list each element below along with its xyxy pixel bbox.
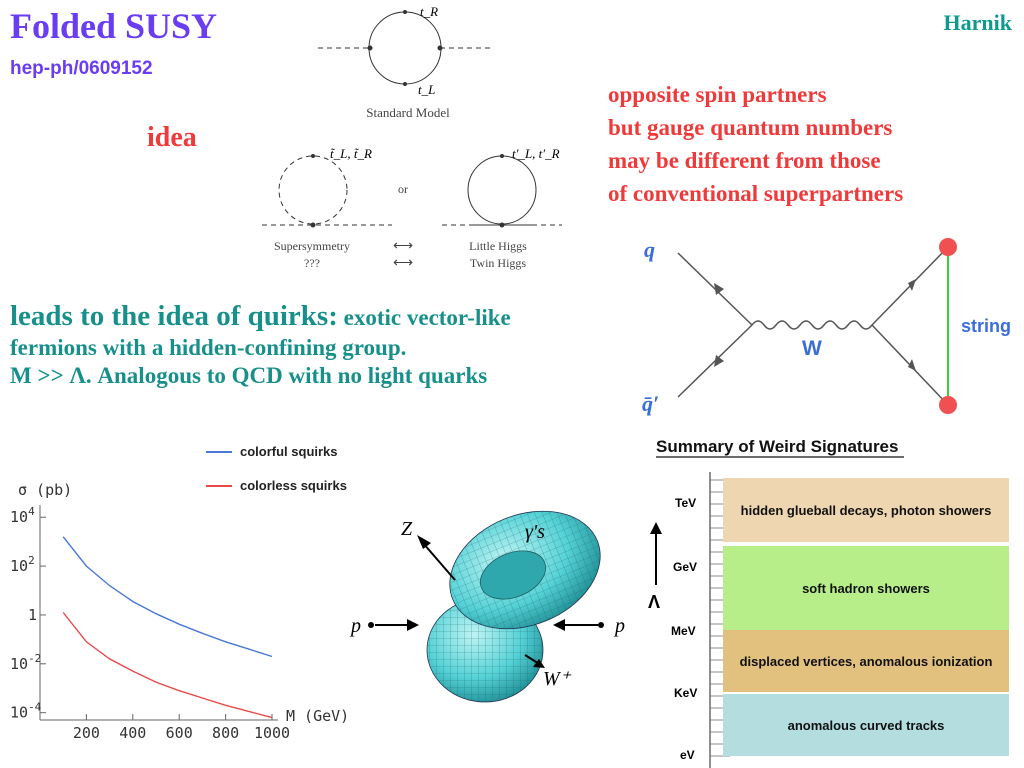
y-tick-label: 10-4 <box>10 701 42 722</box>
signature-band-fill <box>723 478 1009 542</box>
signature-band-label: displaced vertices, anomalous ionization <box>740 654 993 669</box>
susy-caption-2: ??? <box>304 256 320 270</box>
y-axis-label: σ (pb) <box>18 481 72 499</box>
y-tick-label: 102 <box>10 554 35 575</box>
loop-diagrams: t_R t_L Standard Model t̃_L, t̃_R or t′_… <box>262 4 562 271</box>
quirk-endpoint-top <box>939 238 957 256</box>
author-name: Harnik <box>943 10 1012 35</box>
or-label: or <box>398 182 408 196</box>
scale-tev: TeV <box>675 496 696 510</box>
signature-band-fill <box>723 546 1009 630</box>
double-arrow-2: ⟷ <box>393 256 413 271</box>
susy-caption: Supersymmetry <box>274 239 350 253</box>
string-label: string <box>961 316 1011 336</box>
x-tick-label: 800 <box>212 724 239 742</box>
legend-colorless: colorless squirks <box>240 478 347 493</box>
photons-label: γ's <box>525 521 545 543</box>
y-tick-label: 10-2 <box>10 652 41 673</box>
y-tick-label: 104 <box>10 505 35 526</box>
double-arrow-1: ⟷ <box>393 239 413 254</box>
partners-line: of conventional superpartners <box>608 181 904 206</box>
x-tick-label: 200 <box>73 724 100 742</box>
standard-model-loop <box>318 11 492 85</box>
qbar-label: q̄′ <box>642 391 659 416</box>
radiation-lobes <box>426 510 601 703</box>
signature-band-label: anomalous curved tracks <box>788 718 945 733</box>
x-tick-label: 1000 <box>254 724 290 742</box>
quirks-heading-tail: exotic vector-like <box>337 305 511 330</box>
slide-title: Folded SUSY <box>10 6 218 46</box>
twin-higgs-caption: Twin Higgs <box>470 256 526 270</box>
sm-top-label: t_R <box>420 4 438 19</box>
quirks-heading: leads to the idea of quirks: <box>10 300 338 332</box>
cross-section-chart: σ (pb) M (GeV) colorful squirks colorles… <box>10 444 349 742</box>
scale-kev: KeV <box>674 686 697 700</box>
x-axis-label: M (GeV) <box>286 707 349 725</box>
collider-radiation-diagram: Z γ's p p W⁺ <box>349 510 625 703</box>
x-tick-label: 600 <box>166 724 193 742</box>
signature-band: anomalous curved tracks <box>723 694 1009 756</box>
signature-band-label: soft hadron showers <box>802 581 930 596</box>
quirks-text: leads to the idea of quirks: exotic vect… <box>10 300 511 389</box>
scale-mev: MeV <box>671 624 696 638</box>
proton-left-label: p <box>349 615 361 637</box>
series-line-colorful <box>62 536 273 658</box>
feynman-string-diagram: q q̄′ W string <box>642 237 1011 416</box>
signature-band-label: hidden glueball decays, photon showers <box>741 503 992 518</box>
lambda-label: Λ <box>648 592 660 612</box>
partners-text: opposite spin partners but gauge quantum… <box>608 78 903 210</box>
signature-band: displaced vertices, anomalous ionization <box>723 630 1009 692</box>
signature-band-fill <box>723 694 1009 756</box>
partners-line: opposite spin partners <box>608 82 827 107</box>
summary-title: Summary of Weird Signatures <box>656 437 898 456</box>
susy-loop <box>262 155 392 226</box>
signature-band-fill <box>723 630 1009 692</box>
x-tick-label: 400 <box>119 724 146 742</box>
little-higgs-loop <box>442 155 562 226</box>
quirks-line-2: fermions with a hidden-confining group. <box>10 335 407 360</box>
signature-band: hidden glueball decays, photon showers <box>723 478 1009 542</box>
quirk-endpoint-bottom <box>939 396 957 414</box>
susy-top-label: t̃_L, t̃_R <box>330 146 372 161</box>
scale-gev: GeV <box>673 560 697 574</box>
signature-band: soft hadron showers <box>723 546 1009 630</box>
q-label: q <box>644 237 655 262</box>
sm-bottom-label: t_L <box>418 82 435 97</box>
w-plus-label: W⁺ <box>543 668 572 690</box>
y-tick-label: 1 <box>28 606 37 624</box>
partners-line: may be different from those <box>608 148 881 173</box>
lh-top-label: t′_L, t′_R <box>512 146 560 161</box>
arxiv-reference: hep-ph/0609152 <box>10 58 153 79</box>
sm-caption: Standard Model <box>366 105 450 120</box>
proton-right-label: p <box>613 615 625 637</box>
partners-line: but gauge quantum numbers <box>608 115 893 140</box>
z-label: Z <box>401 518 413 540</box>
w-label: W <box>802 337 822 360</box>
quirks-line-3: M >> Λ. Analogous to QCD with no light q… <box>10 363 488 388</box>
series-line-colorless <box>62 612 273 719</box>
idea-label: idea <box>147 122 197 153</box>
scale-ev: eV <box>680 748 695 762</box>
signatures-summary: Summary of Weird Signatures hidden glueb… <box>648 437 1009 768</box>
legend-colorful: colorful squirks <box>240 444 338 459</box>
little-higgs-caption: Little Higgs <box>469 239 527 253</box>
